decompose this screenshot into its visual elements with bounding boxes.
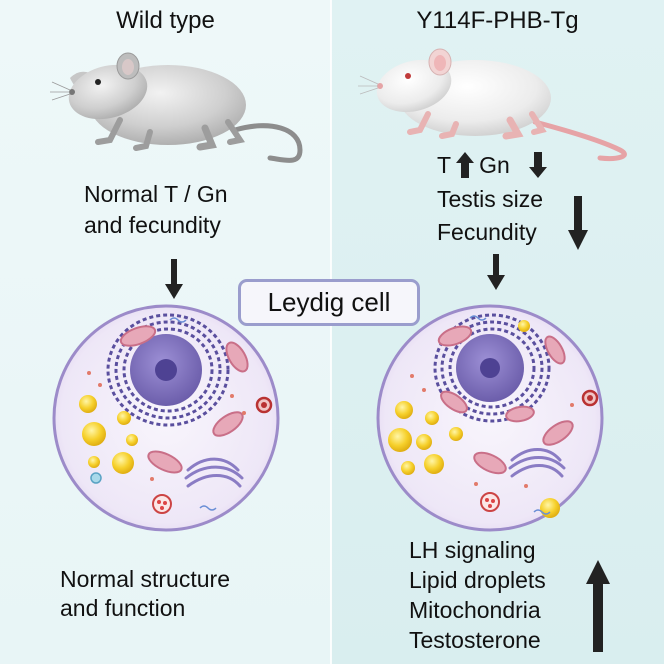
gonadotropin-down-arrow-icon [529,152,547,178]
transgenic-mouse-icon [358,48,627,161]
wild-type-outcome-line1: Normal structure [60,566,230,592]
transgenic-down-arrow-icon [487,254,505,290]
increase-up-arrow-icon [586,560,610,652]
increased-item-lipid-droplets: Lipid droplets [409,567,546,593]
wild-type-outcome-line2: and function [60,595,186,621]
hormone-row: T Gn [437,150,510,180]
wild-type-mouse-icon [50,52,303,163]
increased-item-lh-signaling: LH signaling [409,537,536,563]
wild-type-status-line2: and fecundity [84,212,221,238]
increased-item-testosterone: Testosterone [409,627,541,653]
testis-fecundity-down-arrow-icon [568,196,588,250]
testosterone-up-arrow-icon [456,152,474,178]
hormone-gn-label: Gn [479,151,510,178]
transgenic-title: Y114F-PHB-Tg [416,7,579,34]
fecundity-label: Fecundity [437,219,537,245]
wild-type-status-line1: Normal T / Gn [84,181,228,207]
leydig-cell-label: Leydig cell [238,279,420,326]
wild-type-title: Wild type [116,7,215,34]
increased-item-mitochondria: Mitochondria [409,597,541,623]
wild-type-down-arrow-icon [165,259,183,299]
panel-divider [330,0,332,664]
hormone-t-label: T [437,151,452,178]
wild-type-leydig-cell [52,304,280,532]
testis-size-label: Testis size [437,186,544,212]
transgenic-leydig-cell [376,304,604,532]
